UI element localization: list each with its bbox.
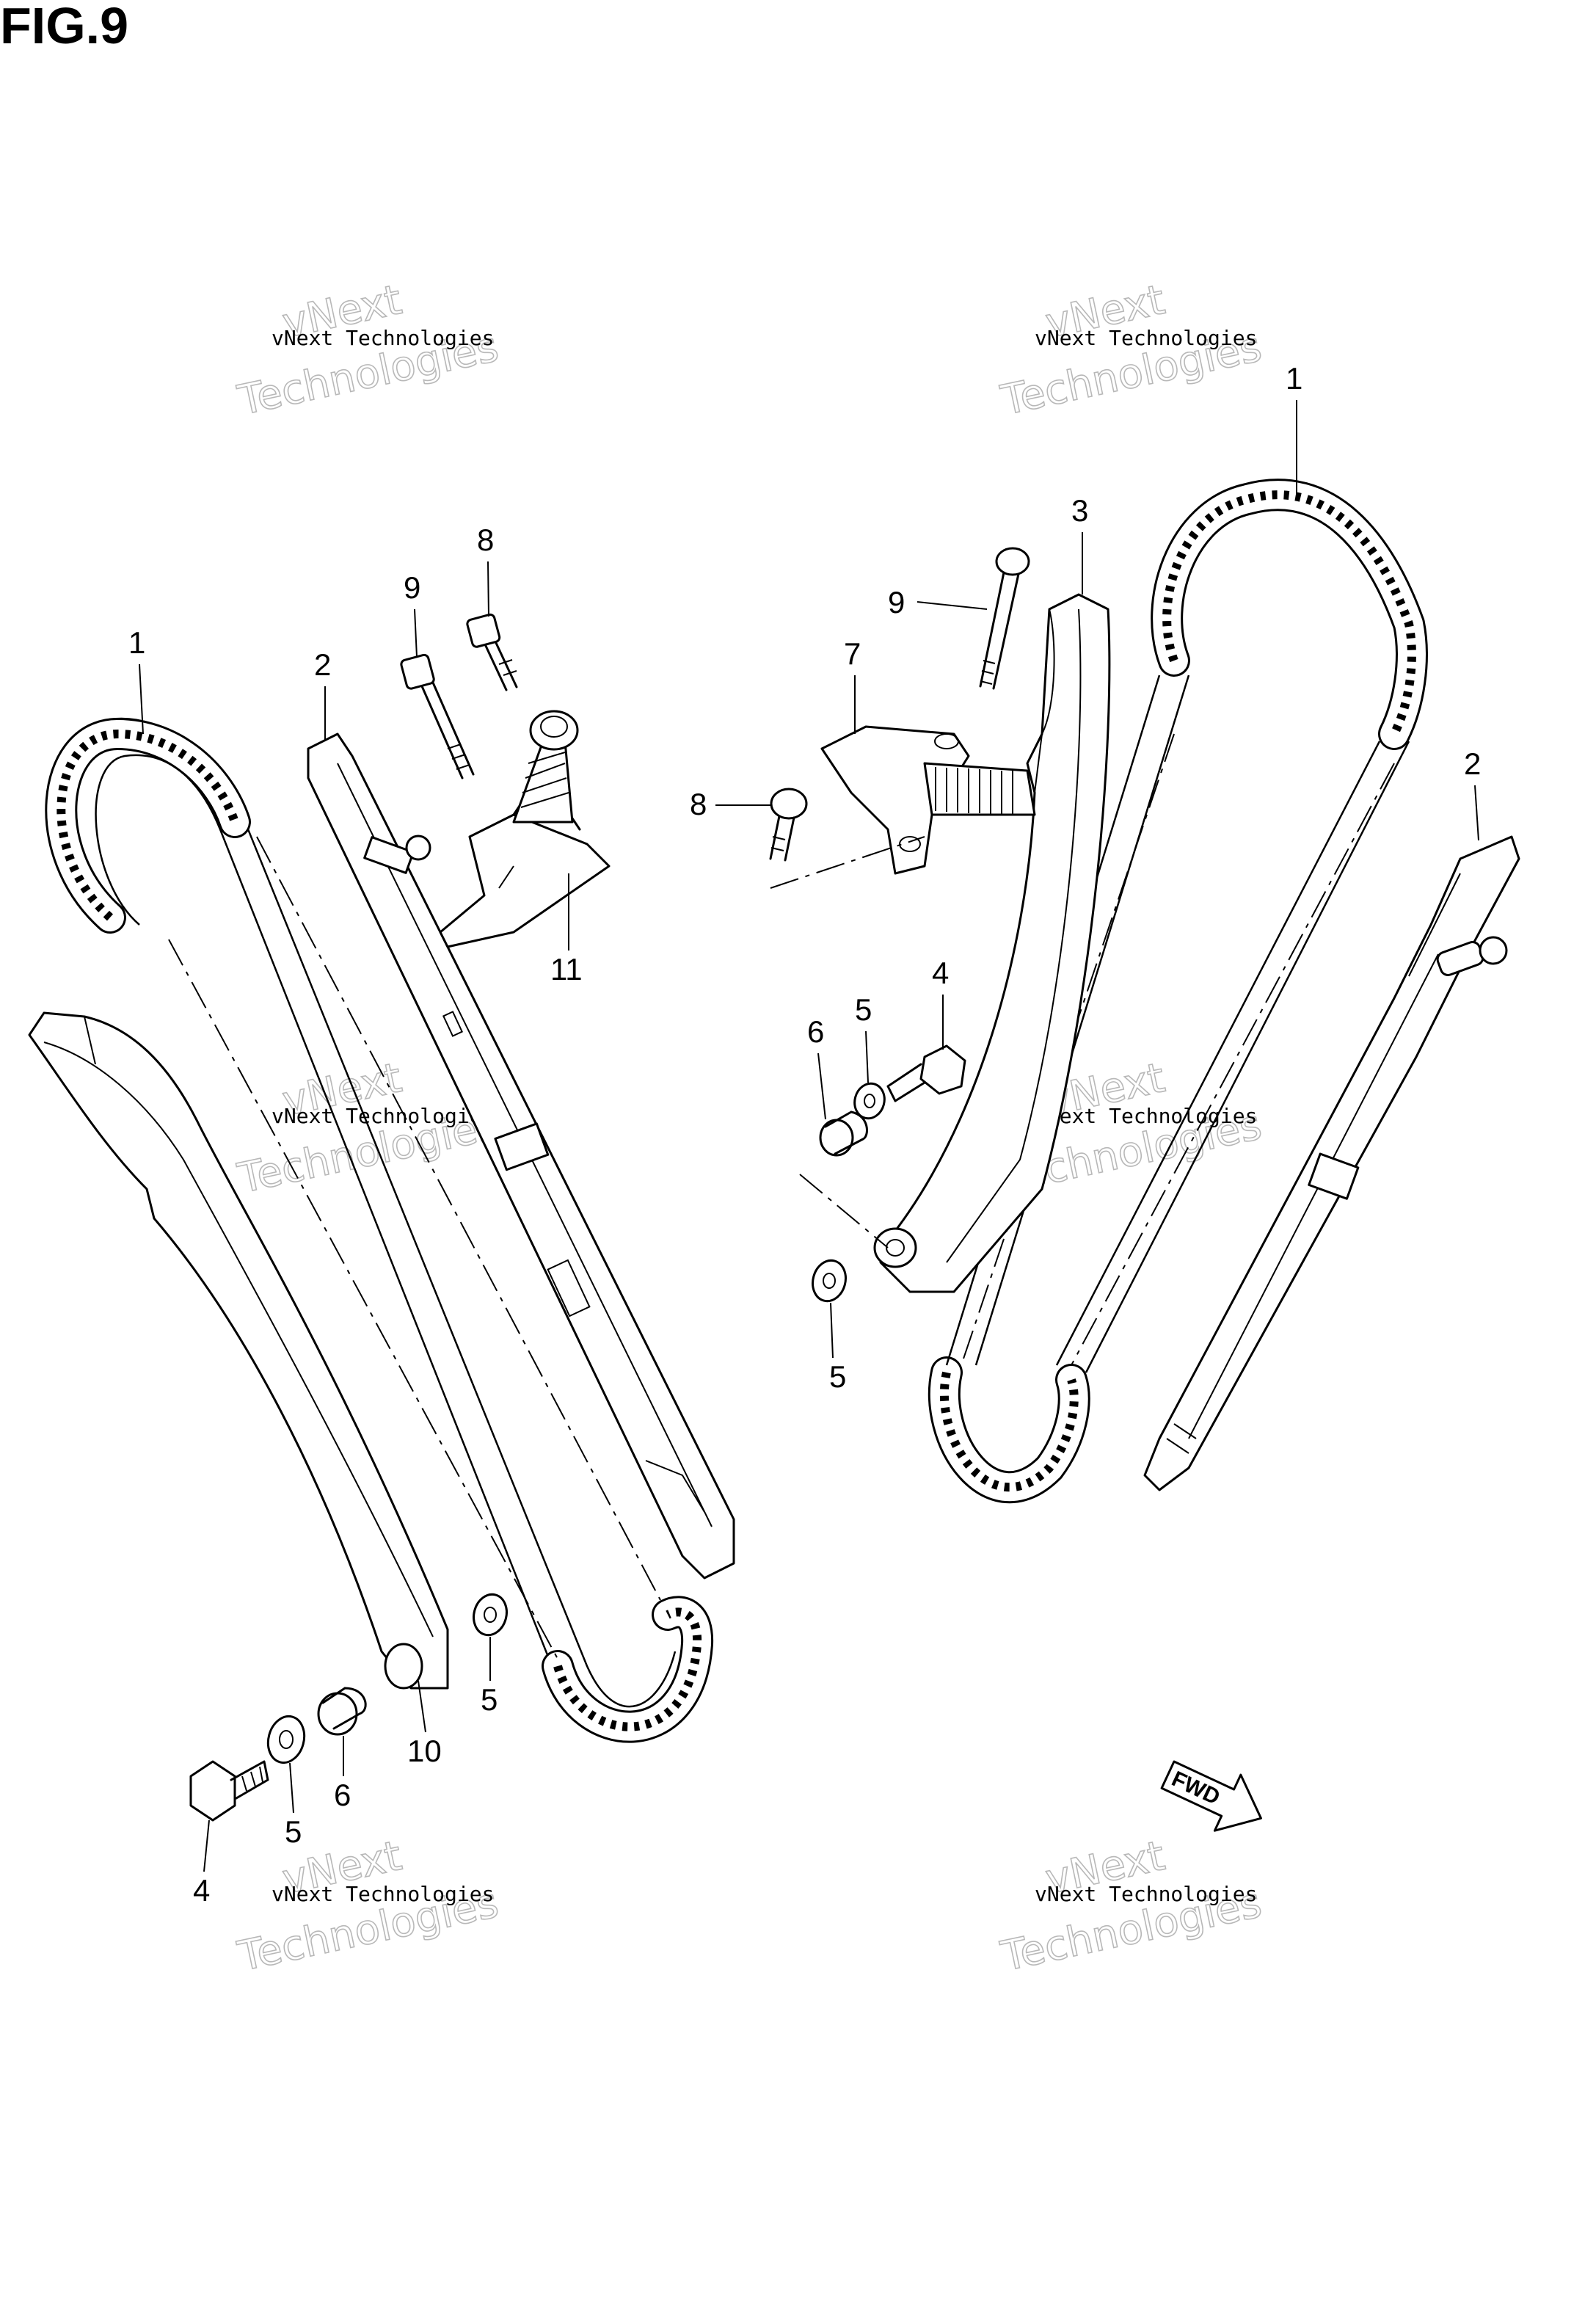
callout-left-lower-bolt: 4 (193, 1820, 210, 1908)
callout-right-chain: 1 (1286, 361, 1302, 499)
callout-right-bolt: 4 (932, 956, 949, 1050)
svg-text:2: 2 (314, 647, 331, 682)
left-guide (307, 733, 735, 1579)
svg-text:5: 5 (855, 992, 872, 1027)
callout-right-bolt-short: 8 (690, 787, 770, 821)
callout-left-guide: 2 (314, 647, 331, 741)
callout-right-tensioner-guide: 3 (1071, 493, 1088, 595)
watermark: vNext Technologies vNext Technologies (233, 275, 503, 425)
svg-text:9: 9 (888, 585, 905, 619)
svg-text:5: 5 (829, 1359, 846, 1394)
callout-left-bolt-short: 8 (477, 523, 494, 617)
right-adjuster-axis (770, 836, 925, 889)
watermark-text: vNext Technologies (1035, 1882, 1257, 1906)
svg-text:9: 9 (404, 570, 420, 605)
svg-text:5: 5 (481, 1682, 498, 1717)
callout-right-bolt-long: 9 (888, 585, 988, 619)
svg-text:1: 1 (128, 625, 145, 660)
left-lower-bolt (189, 1760, 269, 1822)
watermark: vNext Technologies vNext Technologies (233, 1053, 503, 1203)
svg-text:8: 8 (477, 523, 494, 557)
right-bolt-short (769, 788, 808, 862)
right-tensioner-guide (873, 593, 1111, 1293)
right-cam-chain (928, 479, 1428, 1504)
watermark-group: vNext Technologies vNext Technologies vN… (233, 275, 1267, 1981)
left-bolt-short (466, 613, 518, 691)
watermark: vNext Technologies vNext Technologies (996, 275, 1267, 425)
right-bolt-axis (799, 1174, 889, 1248)
right-adjuster (820, 725, 1036, 875)
svg-text:8: 8 (690, 787, 707, 821)
svg-text:5: 5 (285, 1814, 302, 1849)
watermark: vNext Technologies vNext Technologies (996, 1831, 1267, 1981)
callout-right-pivot-washer: 5 (829, 1302, 846, 1394)
callout-left-tensioner: 11 (550, 873, 583, 986)
callout-right-guide: 2 (1464, 746, 1481, 841)
svg-text:7: 7 (844, 636, 861, 671)
callout-left-pivot-washer: 5 (481, 1637, 498, 1717)
figure-title: FIG.9 (0, 0, 129, 54)
callout-left-lower-spacer: 6 (334, 1736, 351, 1812)
watermark-text: vNext Technologies (1035, 1104, 1257, 1128)
svg-text:10: 10 (407, 1734, 442, 1768)
left-tensioner (439, 710, 611, 948)
callout-left-chain: 1 (128, 625, 145, 735)
right-washer (853, 1082, 886, 1120)
callout-right-washer: 5 (855, 992, 872, 1083)
callout-left-lower-washer: 5 (285, 1762, 302, 1849)
callout-left-bolt-long: 9 (404, 570, 420, 658)
right-guide (1143, 835, 1520, 1491)
left-pivot-guide (28, 1011, 449, 1690)
svg-text:6: 6 (334, 1778, 351, 1812)
svg-text:4: 4 (193, 1873, 210, 1908)
svg-text:6: 6 (807, 1014, 824, 1049)
right-bolt-long (979, 547, 1030, 690)
forward-arrow: FWD (1160, 1760, 1262, 1832)
callout-left-pivot-guide: 10 (407, 1680, 442, 1768)
watermark: vNext Technologies vNext Technologies (233, 1831, 503, 1981)
right-spacer (819, 1110, 868, 1157)
svg-text:2: 2 (1464, 746, 1481, 781)
left-lower-washer (266, 1715, 306, 1764)
watermark-text: vNext Technologies (272, 1104, 494, 1128)
svg-text:4: 4 (932, 956, 949, 990)
callout-right-spacer: 6 (807, 1014, 826, 1120)
left-lower-spacer (317, 1687, 367, 1736)
left-bolt-long (400, 653, 475, 779)
left-cam-chain (45, 717, 714, 1743)
watermark-text: vNext Technologies (272, 1882, 494, 1906)
svg-text:3: 3 (1071, 493, 1088, 528)
svg-text:1: 1 (1286, 361, 1302, 396)
right-bolt (886, 1044, 966, 1102)
left-pivot-washer (473, 1593, 508, 1637)
svg-text:11: 11 (550, 952, 583, 986)
callout-right-adjuster: 7 (844, 636, 861, 734)
right-pivot-washer (812, 1259, 847, 1303)
watermark-text: vNext Technologies (272, 326, 494, 350)
watermark-text: vNext Technologies (1035, 326, 1257, 350)
